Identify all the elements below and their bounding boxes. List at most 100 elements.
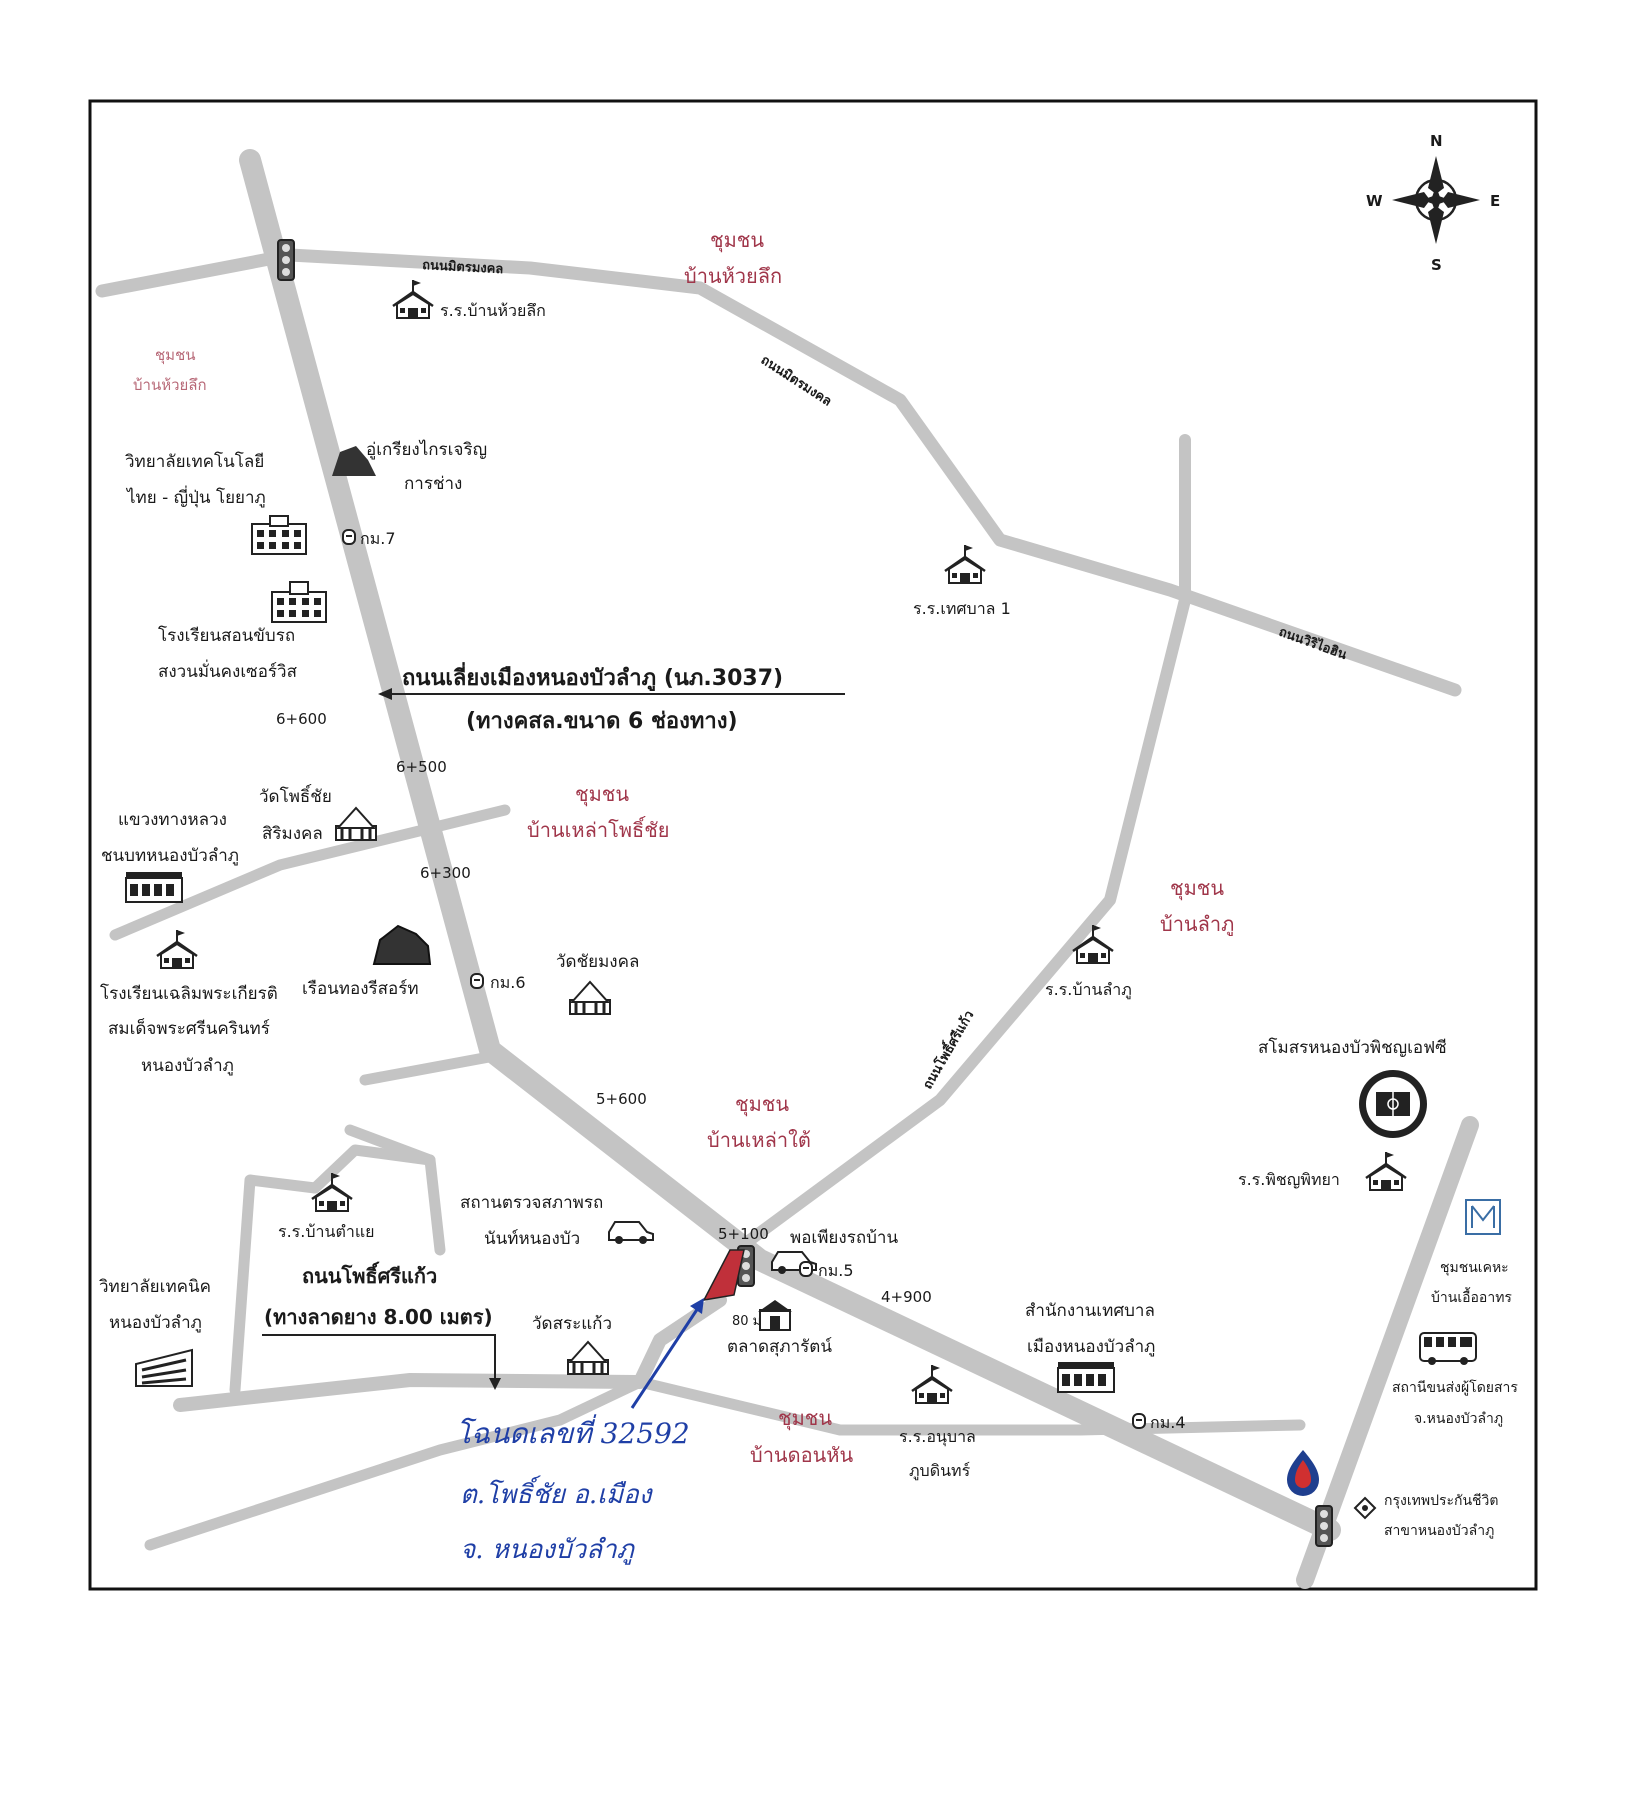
insurance-icon — [1353, 1496, 1377, 1520]
distance-80m: 80 ม. — [732, 1314, 765, 1329]
school-chaloem-label-3: หนองบัวลำภู — [141, 1056, 234, 1076]
resort-label: เรือนทองรีสอร์ท — [302, 979, 419, 999]
school-anuban-label-1: ร.ร.อนุบาล — [899, 1427, 976, 1447]
plot-marker — [702, 1249, 745, 1301]
school-huaylik-label: ร.ร.บ้านห้วยลึก — [440, 301, 546, 320]
highway-office-label-1: แขวงทางหลวง — [118, 810, 227, 830]
bypass-road-spec: (ทางคสล.ขนาด 6 ช่องทาง) — [466, 709, 738, 734]
temple-icon — [566, 1340, 610, 1376]
km-post-icon — [1132, 1413, 1146, 1429]
driving-school-label-2: สงวนมั่นคงเซอร์วิส — [158, 659, 298, 682]
phosri-road-spec: (ทางลาดยาง 8.00 เมตร) — [264, 1305, 493, 1329]
municipal-office-label-2: เมืองหนองบัวลำภู — [1027, 1337, 1155, 1357]
road-label-mittraphap: ถนนมิตรมงคล — [422, 258, 504, 277]
compass-n: N — [1430, 132, 1443, 150]
school-lamphu-label: ร.ร.บ้านลำภู — [1045, 980, 1132, 1000]
gas-station-icon — [1287, 1450, 1319, 1496]
school-icon — [155, 928, 199, 970]
handwritten-line-1: โฉนดเลขที่ 32592 — [456, 1414, 690, 1450]
road-label-vertical: ถนนโพธิ์ศรีแก้ว — [917, 1006, 977, 1092]
community-laophochai-2: บ้านเหล่าโพธิ์ชัย — [527, 815, 670, 842]
resort-icon — [372, 924, 432, 965]
school-anuban-label-2: ภูบดินทร์ — [909, 1461, 971, 1481]
community-huaylik-w-2: บ้านห้วยลึก — [133, 376, 207, 394]
community-huaylik-w-1: ชุมชน — [155, 346, 196, 365]
college-building-icon — [251, 515, 307, 555]
temple-icon — [334, 806, 378, 842]
bypass-road-name: ถนนเลี่ยงเมืองหนองบัวลำภู (นภ.3037) — [402, 661, 783, 692]
distance-4900: 4+900 — [881, 1288, 932, 1306]
college-tj-label-2: ไทย - ญี่ปุ่น โยยาภู — [125, 485, 266, 508]
stadium-icon — [1359, 1070, 1427, 1138]
community-huaylik-ne-1: ชุมชน — [710, 228, 764, 253]
stadium-label: สโมสรหนองบัวพิชญเอฟซี — [1258, 1037, 1447, 1058]
market-label: ตลาดสุภารัตน์ — [727, 1337, 832, 1357]
community-laotai-1: ชุมชน — [735, 1092, 789, 1117]
bus-icon — [1419, 1332, 1477, 1365]
wat-phochai-label-1: วัดโพธิ์ชัย — [259, 784, 332, 807]
compass-e: E — [1490, 192, 1500, 210]
km4-label: กม.4 — [1150, 1413, 1186, 1432]
compass-s: S — [1431, 256, 1442, 274]
traffic-light-icon — [277, 239, 295, 281]
school-chaloem-label-1: โรงเรียนเฉลิมพระเกียรติ — [100, 983, 278, 1004]
community-lamphu-1: ชุมชน — [1170, 876, 1224, 901]
college-tj-label-1: วิทยาลัยเทคโนโลยี — [125, 451, 265, 472]
community-donhan-1: ชุมชน — [778, 1406, 832, 1431]
wat-sakaew-label: วัดสระแก้ว — [532, 1314, 612, 1334]
distance-6500: 6+500 — [396, 758, 447, 776]
building-icon — [1057, 1361, 1115, 1393]
road-network — [95, 149, 1479, 1589]
school-chaloem-label-2: สมเด็จพระศรีนครินทร์ — [108, 1017, 270, 1039]
garage-icon — [332, 446, 376, 476]
handwritten-line-3: จ. หนองบัวลำภู — [460, 1535, 636, 1565]
distance-6300: 6+300 — [420, 864, 471, 882]
temple-icon — [568, 980, 612, 1016]
compass-w: W — [1366, 192, 1383, 210]
bus-station-label-2: จ.หนองบัวลำภู — [1414, 1411, 1503, 1427]
housing-icon — [1465, 1199, 1501, 1235]
tech-college-label-1: วิทยาลัยเทคนิค — [99, 1277, 211, 1297]
handwritten-line-2: ต.โพธิ์ชัย อ.เมือง — [460, 1475, 654, 1510]
km6-label: กม.6 — [490, 973, 526, 992]
car-shop-label: พอเพียงรถบ้าน — [790, 1228, 898, 1248]
community-laotai-2: บ้านเหล่าใต้ — [707, 1128, 811, 1152]
driving-school-label-1: โรงเรียนสอนขับรถ — [158, 625, 295, 646]
college-building-icon — [135, 1348, 193, 1387]
community-donhan-2: บ้านดอนหัน — [750, 1443, 853, 1467]
distance-5600: 5+600 — [596, 1090, 647, 1108]
km5-label: กม.5 — [818, 1261, 854, 1280]
wat-phochai-label-2: สิริมงคล — [262, 824, 323, 844]
handwritten-arrow-head — [690, 1298, 704, 1314]
community-lamphu-2: บ้านลำภู — [1160, 912, 1234, 937]
inspection-label-1: สถานตรวจสภาพรถ — [460, 1193, 603, 1213]
school-phitchaya-label: ร.ร.พิชญพิทยา — [1238, 1170, 1340, 1189]
distance-5100: 5+100 — [718, 1225, 769, 1243]
km7-label: กม.7 — [360, 529, 396, 548]
tech-college-label-2: หนองบัวลำภู — [109, 1313, 202, 1333]
km-post-icon — [799, 1261, 813, 1277]
km-post-icon — [342, 529, 356, 545]
community-laophochai-1: ชุมชน — [575, 782, 629, 807]
insurance-label-1: กรุงเทพประกันชีวิต — [1384, 1493, 1499, 1509]
garage-label-1: อู่เกรียงไกรเจริญ — [366, 439, 487, 460]
school-icon — [391, 278, 435, 320]
school-icon — [943, 543, 987, 585]
bus-station-label-1: สถานีขนส่งผู้โดยสาร — [1392, 1379, 1518, 1396]
driving-school-icon — [271, 581, 327, 623]
map-frame — [88, 99, 1538, 1591]
garage-label-2: การช่าง — [404, 474, 462, 494]
market-icon — [758, 1300, 792, 1331]
bypass-arrow-head — [378, 688, 392, 700]
insurance-label-2: สาขาหนองบัวลำภู — [1384, 1523, 1494, 1539]
km-post-icon — [470, 973, 484, 989]
community-huaylik-ne-2: บ้านห้วยลึก — [684, 264, 782, 288]
building-icon — [125, 871, 183, 903]
housing-label-1: ชุมชนเคหะ — [1440, 1260, 1509, 1276]
wat-chaimongkol-label: วัดชัยมงคล — [556, 952, 639, 972]
phosri-arrow — [262, 1334, 496, 1380]
housing-label-2: บ้านเอื้ออาทร — [1431, 1287, 1512, 1306]
school-tesaban1-label: ร.ร.เทศบาล 1 — [913, 599, 1011, 618]
municipal-office-label-1: สำนักงานเทศบาล — [1025, 1301, 1155, 1321]
